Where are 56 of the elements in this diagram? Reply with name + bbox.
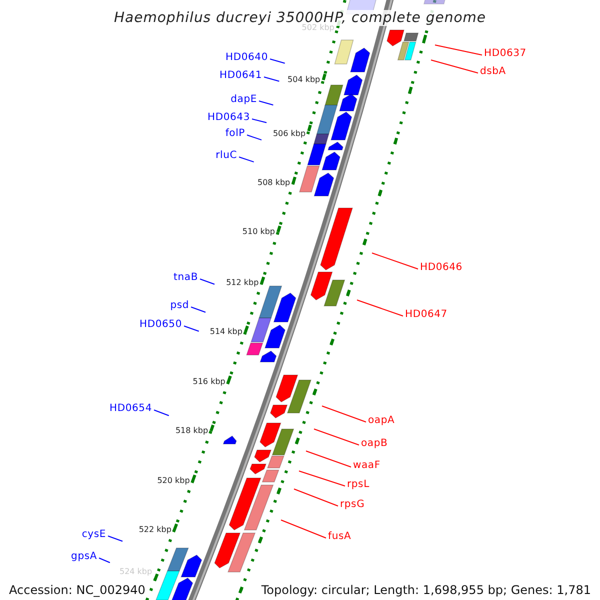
- gene-label: gpsA: [71, 551, 97, 563]
- scale-label: 512 kbp: [226, 278, 259, 288]
- gene-label: rluC: [216, 150, 237, 162]
- leader-line: [154, 410, 170, 416]
- leader-line: [98, 558, 110, 564]
- scale-label: 504 kbp: [288, 75, 320, 85]
- gene-label: HD0640: [226, 52, 268, 64]
- leader-line: [252, 118, 268, 124]
- info-text: Accession: NC_002940: [9, 583, 146, 597]
- gene-label: HD0650: [140, 319, 182, 331]
- gene-label: psd: [170, 300, 189, 312]
- scale-label: 516 kbp: [192, 377, 226, 387]
- leader-line: [356, 300, 404, 316]
- leader-line: [108, 536, 124, 542]
- scale-label: 508 kbp: [258, 178, 290, 188]
- leader-line: [280, 520, 326, 538]
- leader-line: [372, 252, 418, 270]
- scale-label: 514 kbp: [210, 327, 242, 337]
- leader-line: [258, 100, 274, 106]
- scale-label: 510 kbp: [242, 227, 275, 237]
- gene-label: waaF: [353, 460, 380, 472]
- scale-label: 522 kbp: [138, 525, 172, 535]
- leader-line: [306, 450, 352, 468]
- gene-label: tnaB: [174, 272, 198, 284]
- gene-label: HD0641: [220, 70, 262, 82]
- gene-label: HD0654: [110, 403, 152, 415]
- leader-line: [246, 134, 262, 140]
- leader-line: [434, 44, 482, 56]
- gene-label: HD0637: [484, 48, 526, 60]
- gene-label: rpsG: [340, 499, 365, 511]
- gene-label: HD0647: [405, 309, 448, 321]
- scale-label: 518 kbp: [175, 426, 208, 436]
- info-text: Topology: circular; Length: 1,698,955 bp; Genes: 1,781: [261, 583, 591, 597]
- gene-label: HD0646: [420, 262, 462, 274]
- gene-label: HD0643: [208, 112, 250, 124]
- leader-line: [322, 406, 366, 422]
- scale-label: 520 kbp: [157, 476, 190, 486]
- leader-line: [264, 76, 280, 82]
- gene-label: oapB: [361, 438, 388, 450]
- leader-line: [298, 470, 346, 486]
- leader-line: [294, 488, 338, 506]
- gene-label: rpsL: [347, 479, 370, 491]
- leader-line: [314, 428, 360, 446]
- leader-line: [238, 156, 254, 162]
- leader-line: [200, 278, 216, 285]
- leader-line: [430, 60, 478, 74]
- gene-label: oapA: [368, 415, 395, 427]
- scale-label: 506 kbp: [272, 129, 306, 139]
- leader-line: [184, 326, 200, 332]
- leader-line: [190, 306, 206, 313]
- gene-label: folP: [225, 128, 245, 140]
- gene-label: dapE: [230, 94, 257, 106]
- leader-line: [270, 58, 286, 64]
- gene-label: cysE: [82, 529, 106, 541]
- gene-label: fusA: [328, 531, 352, 543]
- gene-label: dsbA: [480, 66, 506, 78]
